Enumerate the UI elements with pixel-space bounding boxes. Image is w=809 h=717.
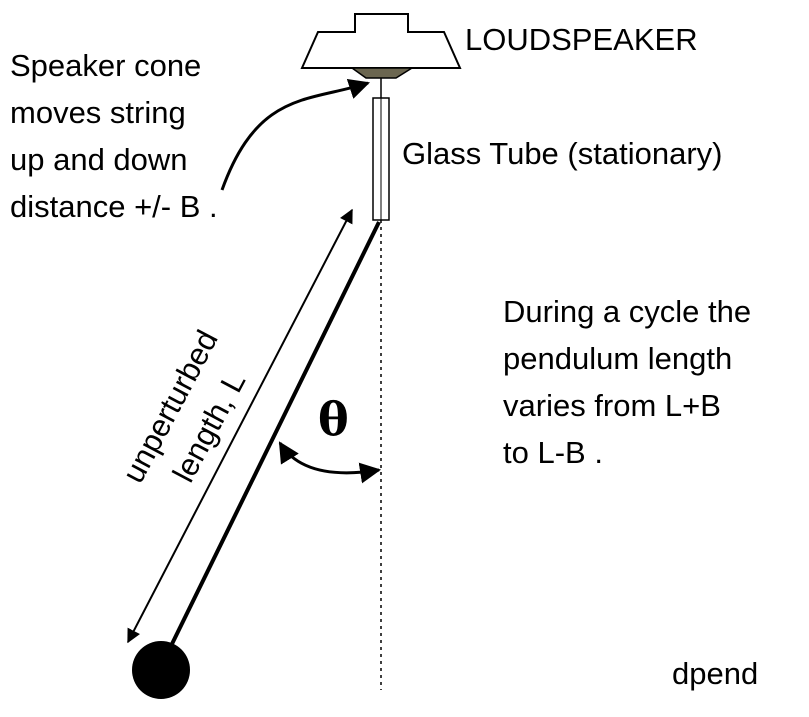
cone-text-line-4: distance +/- B . <box>10 189 218 224</box>
speaker-cone <box>349 67 415 79</box>
cycle-text-line-2: pendulum length <box>503 341 733 376</box>
loudspeaker-body <box>300 13 462 69</box>
cycle-text-line-1: During a cycle the <box>503 294 752 329</box>
loudspeaker-label: LOUDSPEAKER <box>465 22 698 57</box>
glass-tube-label: Glass Tube (stationary) <box>402 136 723 171</box>
angle-arc <box>278 441 382 484</box>
cone-text-line-1: Speaker cone <box>10 48 202 83</box>
cone-pointer-arrow <box>220 78 370 191</box>
cone-text-line-3: up and down <box>10 142 188 177</box>
cone-text-line-2: moves string <box>10 95 186 130</box>
figure-tag: dpend <box>672 656 759 691</box>
cycle-text-line-4: to L-B . <box>503 435 603 470</box>
length-arrow <box>127 208 353 644</box>
cycle-text-line-3: varies from L+B <box>503 388 721 423</box>
pendulum-bob <box>132 641 190 699</box>
theta-symbol: θ <box>318 392 349 446</box>
